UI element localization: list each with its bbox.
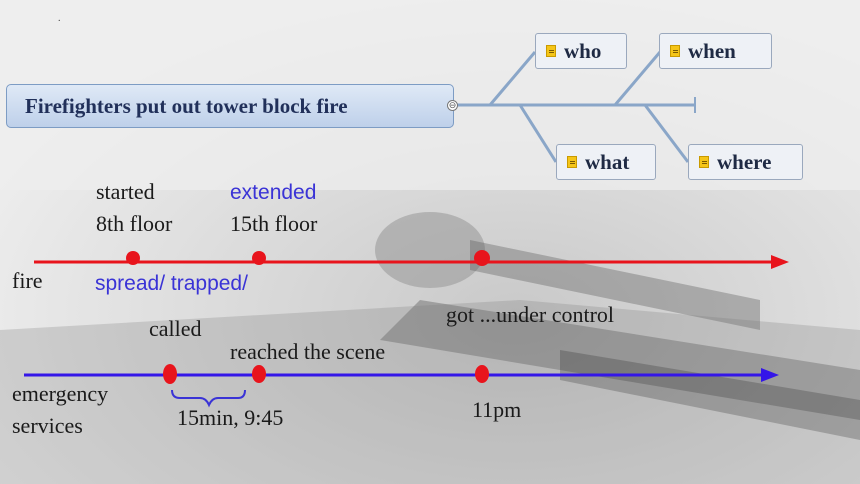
under-control-label: got ...under control (446, 302, 615, 327)
branch-label: who (564, 38, 602, 63)
interval-brace (171, 389, 246, 408)
fire-extended-label: extended (230, 181, 317, 204)
reached-scene-label: reached the scene (230, 339, 386, 364)
services-event-dot (475, 365, 489, 383)
note-icon (567, 156, 577, 168)
called-label: called (149, 316, 202, 341)
branch-what[interactable]: what (556, 144, 656, 180)
fire-extended-floor: 15th floor (230, 211, 318, 236)
note-icon (699, 156, 709, 168)
note-icon (546, 45, 556, 57)
main-topic-node[interactable]: Firefighters put out tower block fire (6, 84, 454, 128)
fire-timeline-line (34, 255, 789, 269)
services-event-dot (252, 365, 266, 383)
note-icon (670, 45, 680, 57)
collapse-toggle-icon[interactable]: ⊖ (447, 100, 458, 111)
fire-spread-note: spread/ trapped/ (95, 272, 248, 295)
time-label: 11pm (472, 397, 522, 422)
branch-who[interactable]: who (535, 33, 627, 69)
fire-started-label: started (96, 179, 155, 204)
branch-label: where (717, 149, 772, 174)
corner-dot: . (58, 13, 61, 24)
fire-started-floor: 8th floor (96, 211, 173, 236)
services-row-label-2: services (12, 413, 83, 438)
services-event-dot (163, 364, 177, 384)
interval-label: 15min, 9:45 (177, 405, 284, 430)
services-timeline-line (24, 368, 779, 382)
fire-event-dot (126, 251, 140, 265)
fire-row-label: fire (12, 268, 43, 293)
fire-event-dot (252, 251, 266, 265)
fire-event-dot (474, 250, 490, 266)
services-row-label-1: emergency (12, 381, 109, 406)
branch-label: when (688, 38, 736, 63)
main-topic-label: Firefighters put out tower block fire (25, 93, 348, 118)
branch-when[interactable]: when (659, 33, 772, 69)
branch-where[interactable]: where (688, 144, 803, 180)
branch-label: what (585, 149, 630, 174)
